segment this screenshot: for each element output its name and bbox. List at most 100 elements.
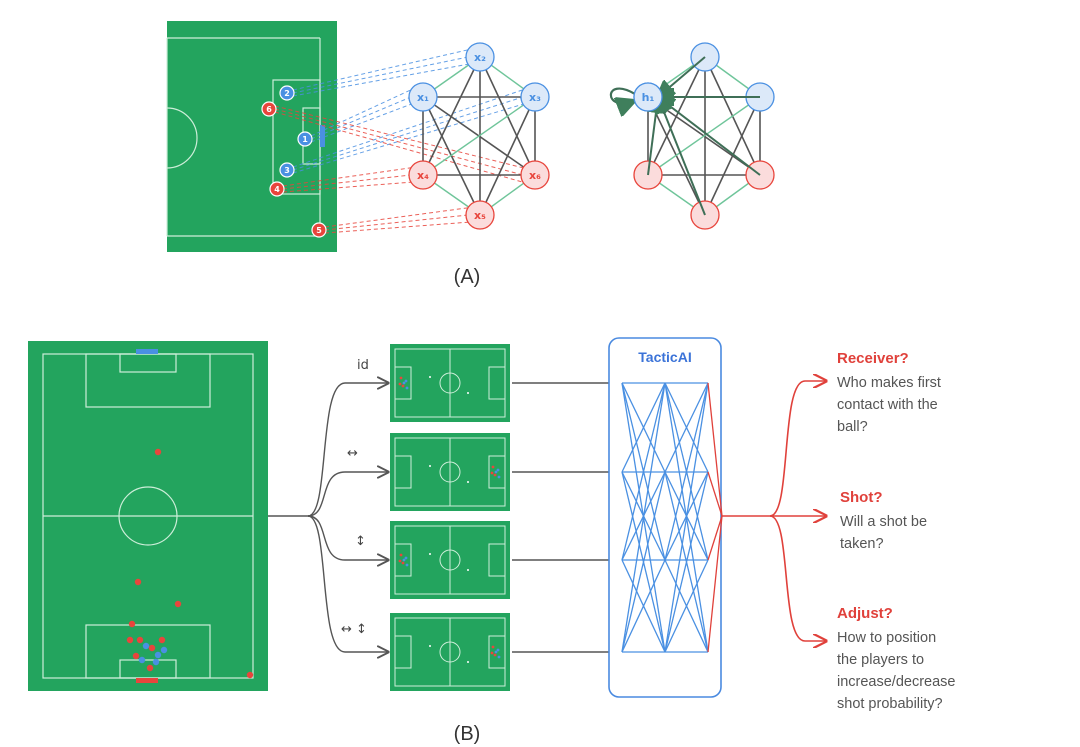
mini-player-dot [467, 392, 469, 394]
mini-pitch-center-circle [439, 372, 461, 394]
player-number: 4 [274, 185, 280, 194]
mini-pitch-right-box [488, 635, 506, 669]
network-output-edge [707, 382, 723, 517]
dashed-connector [310, 103, 412, 143]
player-dot-attack [160, 646, 168, 654]
graph-node-label: x₃ [529, 91, 541, 104]
message-edge [658, 97, 706, 216]
model-input-arrows [512, 383, 620, 652]
mini-player-dot [493, 653, 497, 657]
message-edge [658, 56, 706, 97]
player-dot-defend [132, 652, 140, 660]
dashed-connector [274, 105, 524, 169]
branch-arrow-1 [307, 472, 388, 517]
player-attack-2 [279, 85, 295, 101]
mini-player-dot [398, 559, 402, 563]
self-loop-arrow [609, 87, 635, 104]
output-shot: Shot? Will a shot be taken? [840, 489, 927, 552]
dashed-connector [282, 181, 412, 193]
mini-player-dot [405, 386, 409, 390]
graph-node-label: x₂ [474, 51, 486, 64]
output-arrow-receiver [769, 381, 826, 517]
player-dot-defend [134, 578, 142, 586]
top-goal [136, 349, 158, 354]
dashed-connector [282, 174, 412, 190]
network-edge [621, 382, 666, 561]
mini-pitch-right-box [488, 366, 506, 400]
full-pitch [28, 341, 268, 691]
panel-b-label: (B) [454, 723, 481, 745]
transform-label-both-flips: ↔ ↕ [341, 622, 367, 637]
mini-player-dot [497, 475, 501, 479]
panel-b: id ↔ ↕ ↔ ↕ TacticAI Receiver? Who makes … [28, 337, 956, 745]
transform-label-identity: id [357, 358, 369, 373]
graph-node [408, 82, 438, 112]
player-dot-defend [246, 671, 254, 679]
mini-player-dot [401, 561, 405, 565]
mini-player-dot [491, 645, 495, 649]
dashed-connector [310, 89, 412, 137]
mini-player-dot [404, 379, 408, 383]
player-defend-5 [311, 222, 327, 238]
output-adjust-line-1: How to position [837, 630, 936, 646]
model-network [621, 382, 723, 653]
mini-player-dot [405, 563, 409, 567]
network-output-edge [707, 515, 723, 561]
mini-player-dot [493, 473, 497, 477]
mini-player-dot [398, 382, 402, 386]
player-dot-defend [174, 600, 182, 608]
mini-pitch-2 [390, 521, 510, 599]
mini-player-dot [399, 553, 403, 557]
player-dot-attack [142, 642, 150, 650]
dashed-connector [324, 207, 469, 228]
mini-player-dot [429, 465, 431, 467]
goal-marker [320, 125, 325, 147]
mini-player-dot [496, 648, 500, 652]
network-edge [664, 471, 709, 653]
mini-pitch-left-box [394, 635, 412, 669]
output-adjust: Adjust? How to position the players to i… [837, 605, 956, 712]
output-receiver: Receiver? Who makes first contact with t… [837, 350, 941, 435]
network-output-edge [707, 515, 723, 653]
dashed-connector [292, 63, 469, 97]
player-dot-defend [154, 448, 162, 456]
network-edge [664, 559, 709, 653]
graph-edge [704, 96, 761, 216]
mini-pitch-0 [390, 344, 510, 422]
player-number: 2 [284, 89, 290, 98]
output-adjust-title: Adjust? [837, 605, 893, 622]
graph-edge [479, 96, 536, 216]
player-number: 3 [284, 166, 290, 175]
dashed-connector [324, 221, 469, 234]
network-edge [621, 382, 666, 473]
mini-pitch-left-box [394, 455, 412, 489]
player-dot-attack [154, 651, 162, 659]
output-shot-line-1: Will a shot be [840, 514, 927, 530]
output-adjust-line-2: the players to [837, 652, 924, 668]
player-dot-attack [138, 656, 146, 664]
panel-a-label: (A) [454, 266, 481, 288]
output-receiver-line-2: contact with the [837, 397, 938, 413]
dashed-connector [292, 49, 469, 91]
message-passing-graph: h₁ [609, 42, 775, 230]
graph-edge [422, 96, 536, 176]
player-dot-attack [152, 658, 160, 666]
bottom-goal [136, 678, 158, 683]
output-shot-title: Shot? [840, 489, 883, 506]
network-output-edge [707, 471, 723, 517]
mini-player-dot [496, 468, 500, 472]
mini-player-dot [490, 471, 494, 475]
graph-node-label: x₁ [417, 91, 429, 104]
graph-node [465, 200, 495, 230]
mini-player-dot [494, 650, 498, 654]
dashed-connector [292, 56, 469, 94]
mini-player-dot [429, 553, 431, 555]
player-dot-defend [148, 644, 156, 652]
mini-pitch-right-box [488, 455, 506, 489]
graph-node-label: x₄ [417, 169, 429, 182]
mini-player-dot [399, 376, 403, 380]
model-title: TacticAI [638, 349, 691, 365]
